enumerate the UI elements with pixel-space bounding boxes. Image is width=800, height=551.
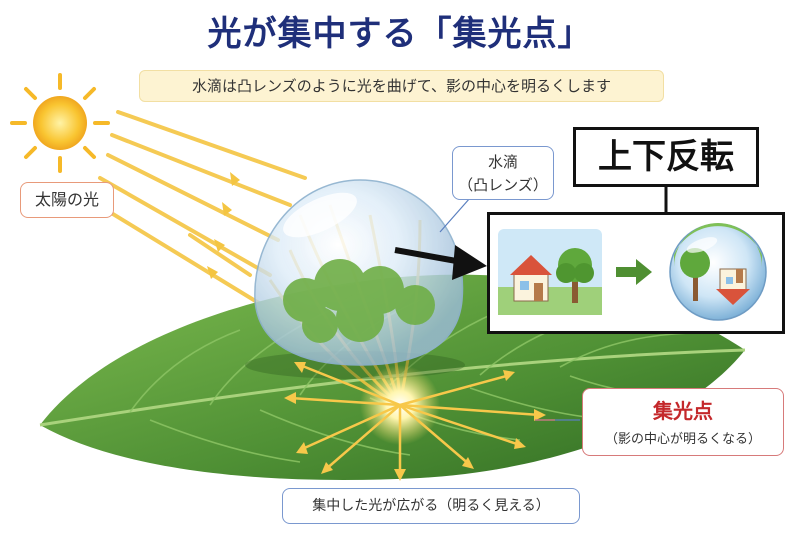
upright-scene bbox=[498, 229, 602, 315]
subtitle: 水滴は凸レンズのように光を曲げて、影の中心を明るくします bbox=[139, 70, 664, 102]
flip-panel-art bbox=[490, 215, 782, 331]
focus-label-note: （影の中心が明るくなる） bbox=[583, 428, 783, 447]
spread-label: 集中した光が広がる（明るく見える） bbox=[282, 488, 580, 524]
drop-label-line2: （凸レンズ） bbox=[453, 174, 553, 197]
sun-label: 太陽の光 bbox=[20, 182, 114, 218]
flip-title: 上下反転 bbox=[573, 127, 759, 187]
arrow-right-icon bbox=[616, 259, 652, 285]
drop-label: 水滴 （凸レンズ） bbox=[452, 146, 554, 200]
focus-label-title: 集光点 bbox=[583, 395, 783, 424]
page-title: 光が集中する「集光点」 bbox=[0, 6, 800, 55]
drop-label-line1: 水滴 bbox=[453, 151, 553, 174]
focus-label: 集光点 （影の中心が明るくなる） bbox=[582, 388, 784, 456]
crystal-ball-icon bbox=[670, 223, 766, 320]
flip-panel bbox=[487, 212, 785, 334]
sun-icon bbox=[12, 75, 108, 171]
